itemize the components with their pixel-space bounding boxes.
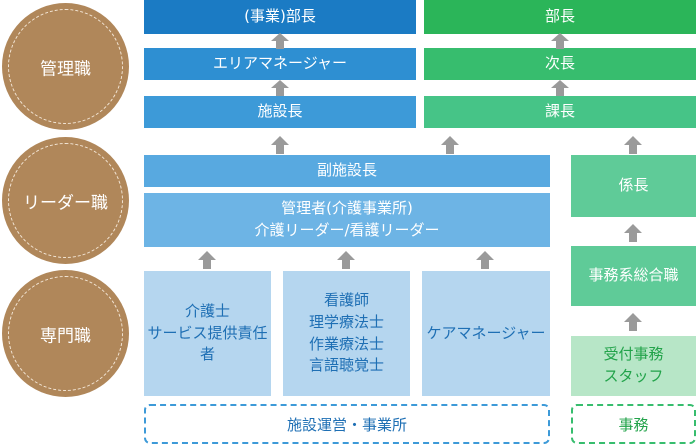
- caregiver-box: 介護士 サービス提供責任者: [144, 271, 271, 396]
- level-management-circle: 管理職: [2, 3, 129, 130]
- care-manager-box: ケアマネージャー: [422, 271, 550, 396]
- facility-operations-label: 施設運営・事業所: [286, 415, 407, 434]
- level-specialist-circle: 専門職: [2, 270, 129, 397]
- section-head-box: 課長: [424, 96, 696, 128]
- level-leader-circle: リーダー職: [2, 137, 129, 264]
- level-specialist-label: 専門職: [40, 326, 91, 346]
- arrow-up-icon: [624, 313, 642, 331]
- facility-head-box: 施設長: [144, 96, 416, 128]
- arrow-up-icon: [441, 136, 459, 154]
- facility-operations-footer: 施設運営・事業所: [144, 404, 550, 444]
- blue-dept-head-box: (事業)部長: [144, 0, 416, 34]
- administration-label: 事務: [618, 415, 649, 434]
- vice-facility-head-box: 副施設長: [144, 155, 550, 187]
- green-dept-head-box: 部長: [424, 0, 696, 34]
- arrow-up-icon: [337, 251, 355, 269]
- deputy-head-box: 次長: [424, 48, 696, 80]
- reception-staff-box: 受付事務 スタッフ: [571, 336, 696, 396]
- arrow-up-icon: [198, 251, 216, 269]
- nursing-therapist-box: 看護師 理学療法士 作業療法士 言語聴覚士: [283, 271, 410, 396]
- arrow-up-icon: [624, 136, 642, 154]
- arrow-up-icon: [476, 251, 494, 269]
- arrow-up-icon: [271, 136, 289, 154]
- arrow-up-icon: [271, 80, 289, 98]
- general-office-box: 事務系総合職: [571, 246, 696, 306]
- area-manager-box: エリアマネージャー: [144, 48, 416, 80]
- arrow-up-icon: [271, 33, 289, 51]
- arrow-up-icon: [551, 33, 569, 51]
- administrator-box: 管理者(介護事業所) 介護リーダー/看護リーダー: [144, 193, 550, 247]
- arrow-up-icon: [551, 80, 569, 98]
- level-leader-label: リーダー職: [23, 193, 108, 213]
- chief-box: 係長: [571, 155, 696, 217]
- administration-footer: 事務: [571, 404, 696, 444]
- arrow-up-icon: [624, 224, 642, 242]
- level-management-label: 管理職: [40, 59, 91, 79]
